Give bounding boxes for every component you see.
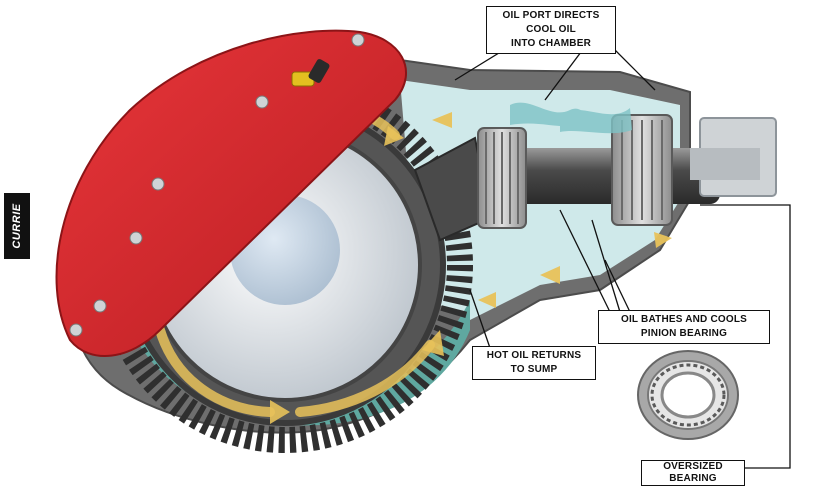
callout-oversized-bearing: OVERSIZED BEARING: [641, 460, 745, 486]
logo-text: CURRIE: [11, 203, 23, 249]
callout-hot-oil: HOT OIL RETURNS TO SUMP: [472, 346, 596, 380]
oversized-bearing-icon: [637, 350, 739, 440]
currie-logo: CURRIE: [4, 193, 30, 259]
cover-bolts: [69, 33, 365, 337]
oil-flow-arrowheads: [270, 126, 444, 424]
differential-cutaway-diagram: [55, 29, 791, 469]
pinion-bearing-outer: [611, 114, 673, 226]
ring-gear-teeth: [97, 77, 473, 453]
callout-pinion-bearing: OIL BATHES AND COOLS PINION BEARING: [598, 310, 770, 344]
pinion-thread: [690, 148, 760, 180]
oil-port-fitting: [291, 59, 330, 87]
callout-oil-port: OIL PORT DIRECTS COOL OIL INTO CHAMBER: [486, 6, 616, 54]
oil-flow-arrows-chamber: [432, 112, 672, 308]
pinion-bearing-inner: [477, 127, 527, 229]
diff-cover: [55, 29, 407, 357]
callout-oil-port-line2: INTO CHAMBER: [511, 38, 591, 49]
cool-oil-swirls: [510, 102, 632, 134]
callout-oil-port-line1: OIL PORT DIRECTS COOL OIL: [502, 10, 600, 35]
